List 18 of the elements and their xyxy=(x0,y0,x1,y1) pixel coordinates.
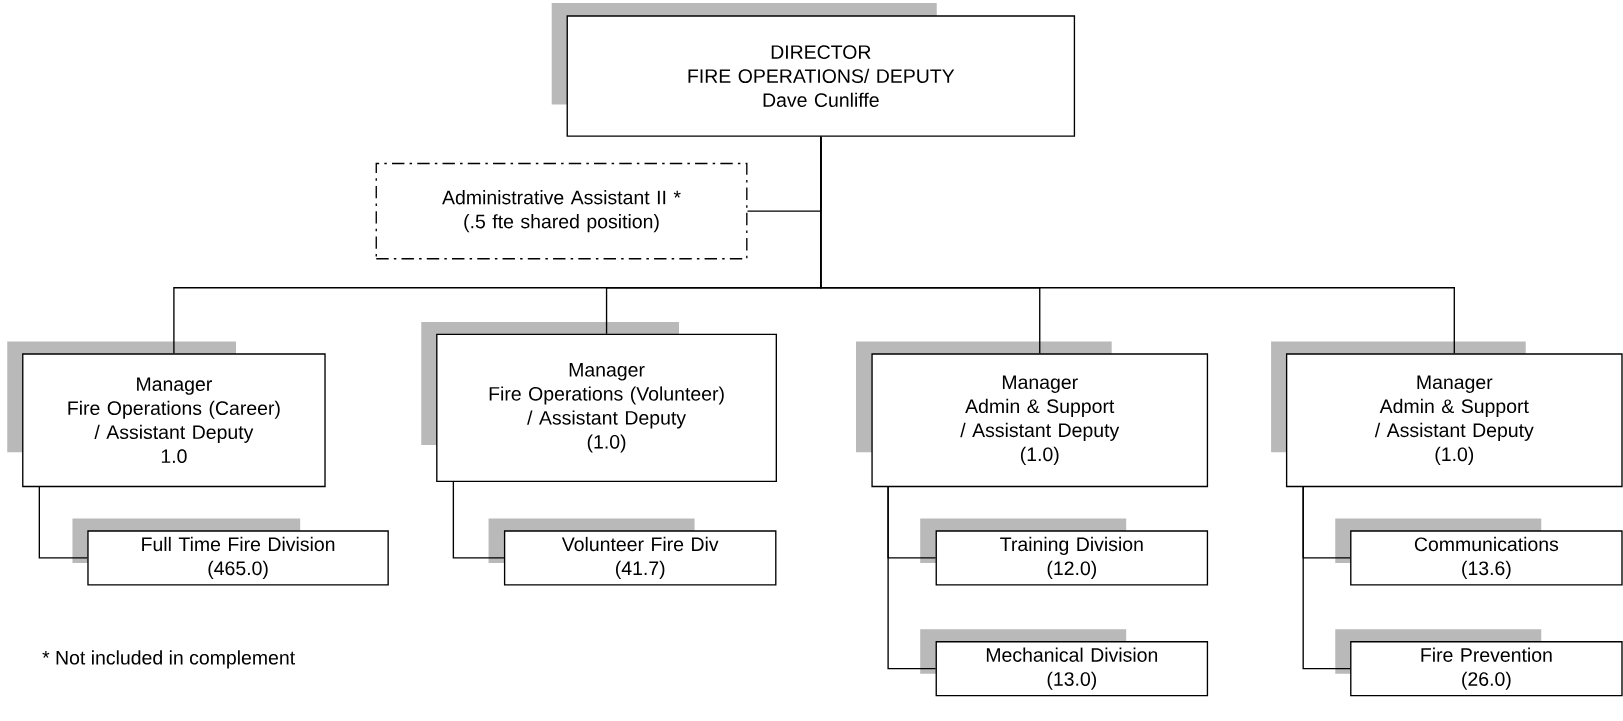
org-box: Mechanical Division (13.0) xyxy=(920,629,1209,697)
connector-line xyxy=(38,485,88,559)
connector-line xyxy=(452,480,505,559)
org-box: Fire Prevention (26.0) xyxy=(1335,629,1623,697)
org-box: Manager Admin & Support / Assistant Deputy (1.0) xyxy=(1271,341,1623,487)
footnote: * Not included in complement xyxy=(42,650,295,669)
org-box: DIRECTOR FIRE OPERATIONS/ DEPUTY Dave Cunliffe xyxy=(551,2,1076,137)
org-box: Communications (13.6) xyxy=(1335,518,1623,586)
org-box: Full Time Fire Division (465.0) xyxy=(72,518,389,586)
connector-line xyxy=(1302,485,1351,670)
connector-line xyxy=(887,485,937,670)
org-box: Volunteer Fire Div (41.7) xyxy=(488,518,777,586)
org-box: Training Division (12.0) xyxy=(920,518,1209,586)
org-box: Manager Fire Operations (Career) / Assistant Deputy 1.0 xyxy=(7,341,326,487)
connector-line xyxy=(820,135,1455,354)
dashed-box: Administrative Assistant II * (.5 fte shared position) xyxy=(375,162,748,260)
org-box: Manager Admin & Support / Assistant Deputy (1.0) xyxy=(856,341,1209,487)
org-box: Manager Fire Operations (Volunteer) / Assistant Deputy (1.0) xyxy=(421,321,777,482)
